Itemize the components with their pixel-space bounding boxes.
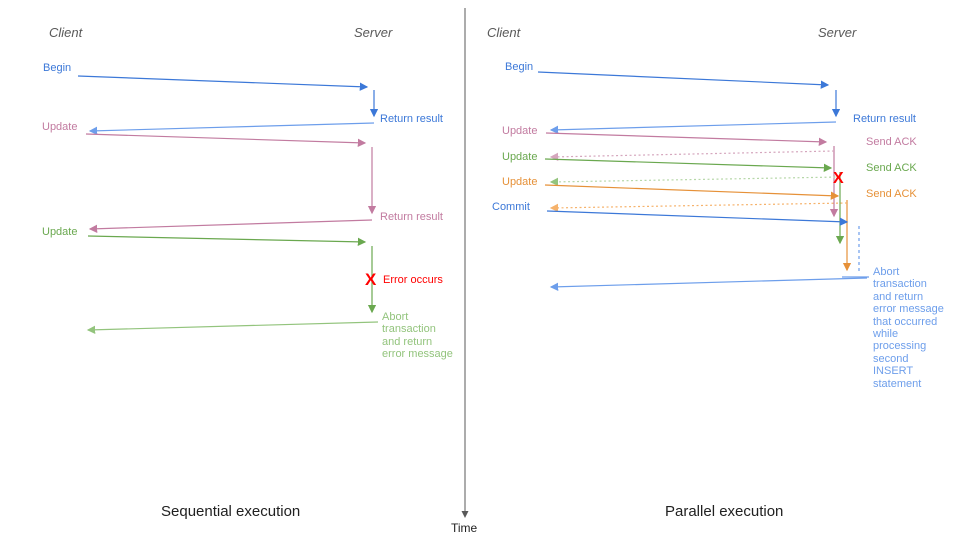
left-update2-request bbox=[87, 235, 367, 247]
left-return-result-2-label: Return result bbox=[380, 211, 443, 223]
right-abort-line: statement bbox=[873, 377, 922, 390]
left-abort-line: transaction bbox=[382, 323, 436, 336]
right-update2-request bbox=[544, 158, 833, 172]
right-error-x-icon: X bbox=[833, 170, 844, 187]
time-axis-label: Time bbox=[451, 521, 478, 535]
right-ack2-response bbox=[549, 176, 841, 187]
right-update-1-label: Update bbox=[502, 125, 538, 137]
left-caption: Sequential execution bbox=[161, 503, 301, 520]
right-ack3-response bbox=[549, 202, 848, 213]
right-send-ack-3-label: Send ACK bbox=[866, 188, 917, 200]
left-update1-response bbox=[88, 219, 373, 233]
left-error-x-icon: X bbox=[365, 270, 377, 289]
right-commit-label: Commit bbox=[492, 201, 530, 213]
right-update3-request bbox=[544, 184, 840, 200]
right-abort-line: and return bbox=[873, 290, 924, 303]
right-begin-request bbox=[537, 71, 830, 89]
left-update-1-label: Update bbox=[42, 121, 78, 133]
left-abort-text: Abort transaction and return error messa… bbox=[382, 311, 466, 361]
left-update1-request bbox=[85, 133, 367, 147]
left-begin-label: Begin bbox=[43, 62, 72, 74]
right-client-header: Client bbox=[487, 25, 521, 40]
right-abort-line: that occurred bbox=[873, 315, 938, 328]
right-abort-line: error message bbox=[873, 303, 944, 316]
left-abort-response bbox=[86, 321, 379, 334]
right-caption: Parallel execution bbox=[665, 503, 784, 520]
left-abort-line: error message bbox=[382, 348, 453, 361]
right-server-header: Server bbox=[818, 25, 857, 40]
right-return-result-label: Return result bbox=[853, 113, 916, 125]
right-abort-line: INSERT bbox=[873, 365, 914, 378]
right-abort-line: Abort bbox=[873, 266, 900, 278]
left-abort-line: Abort bbox=[382, 311, 409, 323]
right-update1-request bbox=[545, 132, 828, 146]
left-update-2-label: Update bbox=[42, 226, 78, 238]
right-abort-response bbox=[549, 277, 868, 291]
right-update-2-label: Update bbox=[502, 151, 538, 163]
left-server-header: Server bbox=[354, 25, 393, 40]
left-client-header: Client bbox=[49, 25, 83, 40]
right-abort-line: transaction bbox=[873, 278, 927, 291]
right-begin-label: Begin bbox=[505, 61, 534, 73]
right-abort-text: Abort transaction and return error messa… bbox=[873, 266, 957, 390]
right-ack1-response bbox=[549, 150, 835, 162]
left-abort-line: and return bbox=[382, 335, 433, 348]
left-error-label: Error occurs bbox=[383, 274, 443, 286]
right-send-ack-2-label: Send ACK bbox=[866, 162, 917, 174]
left-begin-request bbox=[77, 75, 369, 91]
right-send-ack-1-label: Send ACK bbox=[866, 136, 917, 148]
right-abort-line: while bbox=[873, 328, 899, 341]
right-abort-line: second bbox=[873, 352, 909, 365]
left-begin-response bbox=[88, 122, 375, 135]
right-commit-request bbox=[546, 210, 849, 226]
left-return-result-1-label: Return result bbox=[380, 113, 443, 125]
right-begin-response bbox=[549, 121, 837, 134]
right-abort-line: processing bbox=[873, 340, 927, 353]
right-update-3-label: Update bbox=[502, 176, 538, 188]
